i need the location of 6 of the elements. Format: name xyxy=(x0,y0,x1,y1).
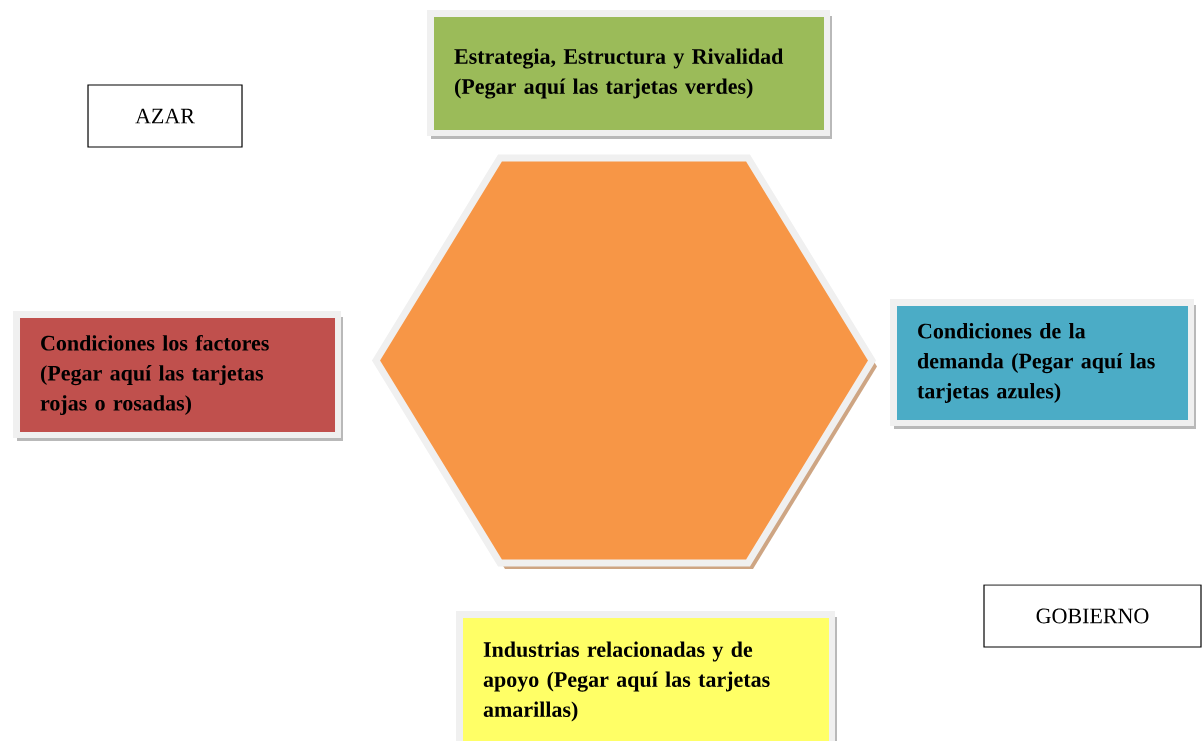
category-card: Condiciones los factores (Pegar aquí las tarjetas rojas o rosadas) xyxy=(13,311,343,441)
label-box: AZAR xyxy=(87,84,243,148)
label-box: GOBIERNO xyxy=(983,584,1202,648)
category-card: Condiciones de la demanda (Pegar aquí las tarjetas azules) xyxy=(890,299,1196,429)
category-card: Estrategia, Estructura y Rivalidad (Pegar aquí las tarjetas verdes) xyxy=(427,10,832,139)
category-card: Industrias relacionadas y de apoyo (Pegar aquí las tarjetas amarillas) xyxy=(456,611,837,741)
